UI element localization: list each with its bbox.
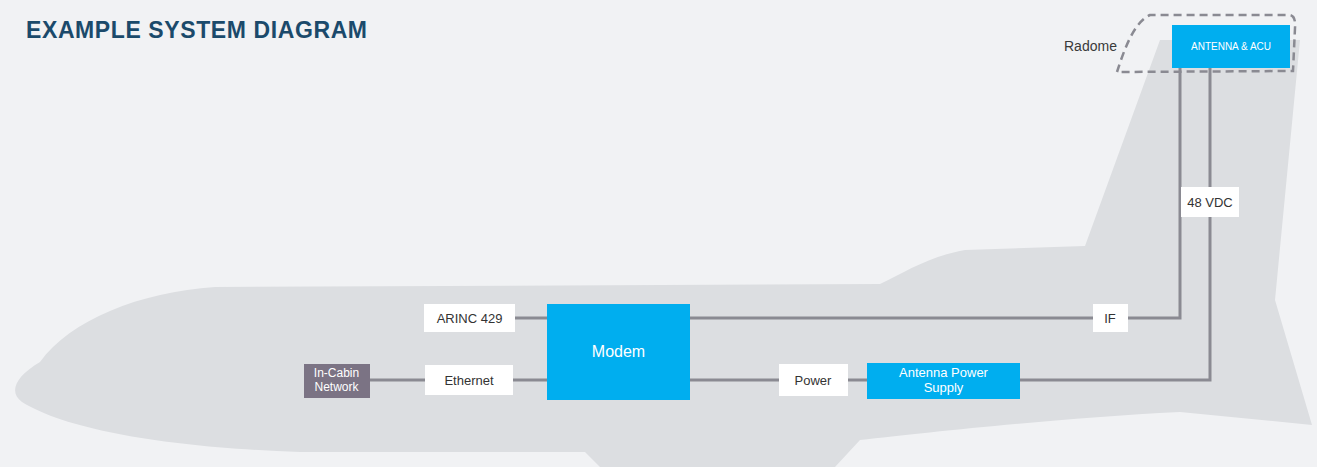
antenna-box: ANTENNA & ACU — [1172, 25, 1290, 68]
connector-label-box: Power — [779, 364, 848, 396]
connector-line — [1020, 68, 1210, 380]
connector-label: 48 VDC — [1187, 195, 1233, 210]
connector-label-box: 48 VDC — [1181, 187, 1239, 217]
network-box: In-Cabin Network — [304, 364, 370, 398]
modem-box: Modem — [547, 304, 690, 400]
connector-label: Power — [795, 373, 832, 388]
node-text: ANTENNA & ACU — [1191, 41, 1271, 53]
fuselage-shape — [15, 40, 1312, 467]
connector-label-box: Ethernet — [425, 365, 513, 395]
diagram-title: EXAMPLE SYSTEM DIAGRAM — [26, 17, 368, 44]
arinc-wire — [515, 317, 547, 320]
radome-label: Radome — [1064, 38, 1117, 54]
connector-label: IF — [1104, 311, 1116, 326]
radome-outline: Radome ANTENNA & ACU — [1060, 10, 1300, 76]
connector-line — [690, 68, 1180, 318]
power-supply-box: Antenna Power Supply — [867, 363, 1020, 399]
signal-label: ARINC 429 — [437, 311, 503, 326]
radome-dash-path — [1117, 15, 1295, 72]
signal-label-box: ARINC 429 — [424, 304, 515, 332]
node-text: Antenna Power Supply — [894, 366, 994, 396]
node-text: In-Cabin Network — [309, 367, 365, 395]
node-text: Modem — [592, 343, 645, 361]
connector-label: Ethernet — [444, 373, 493, 388]
connector-label-box: IF — [1093, 304, 1128, 332]
